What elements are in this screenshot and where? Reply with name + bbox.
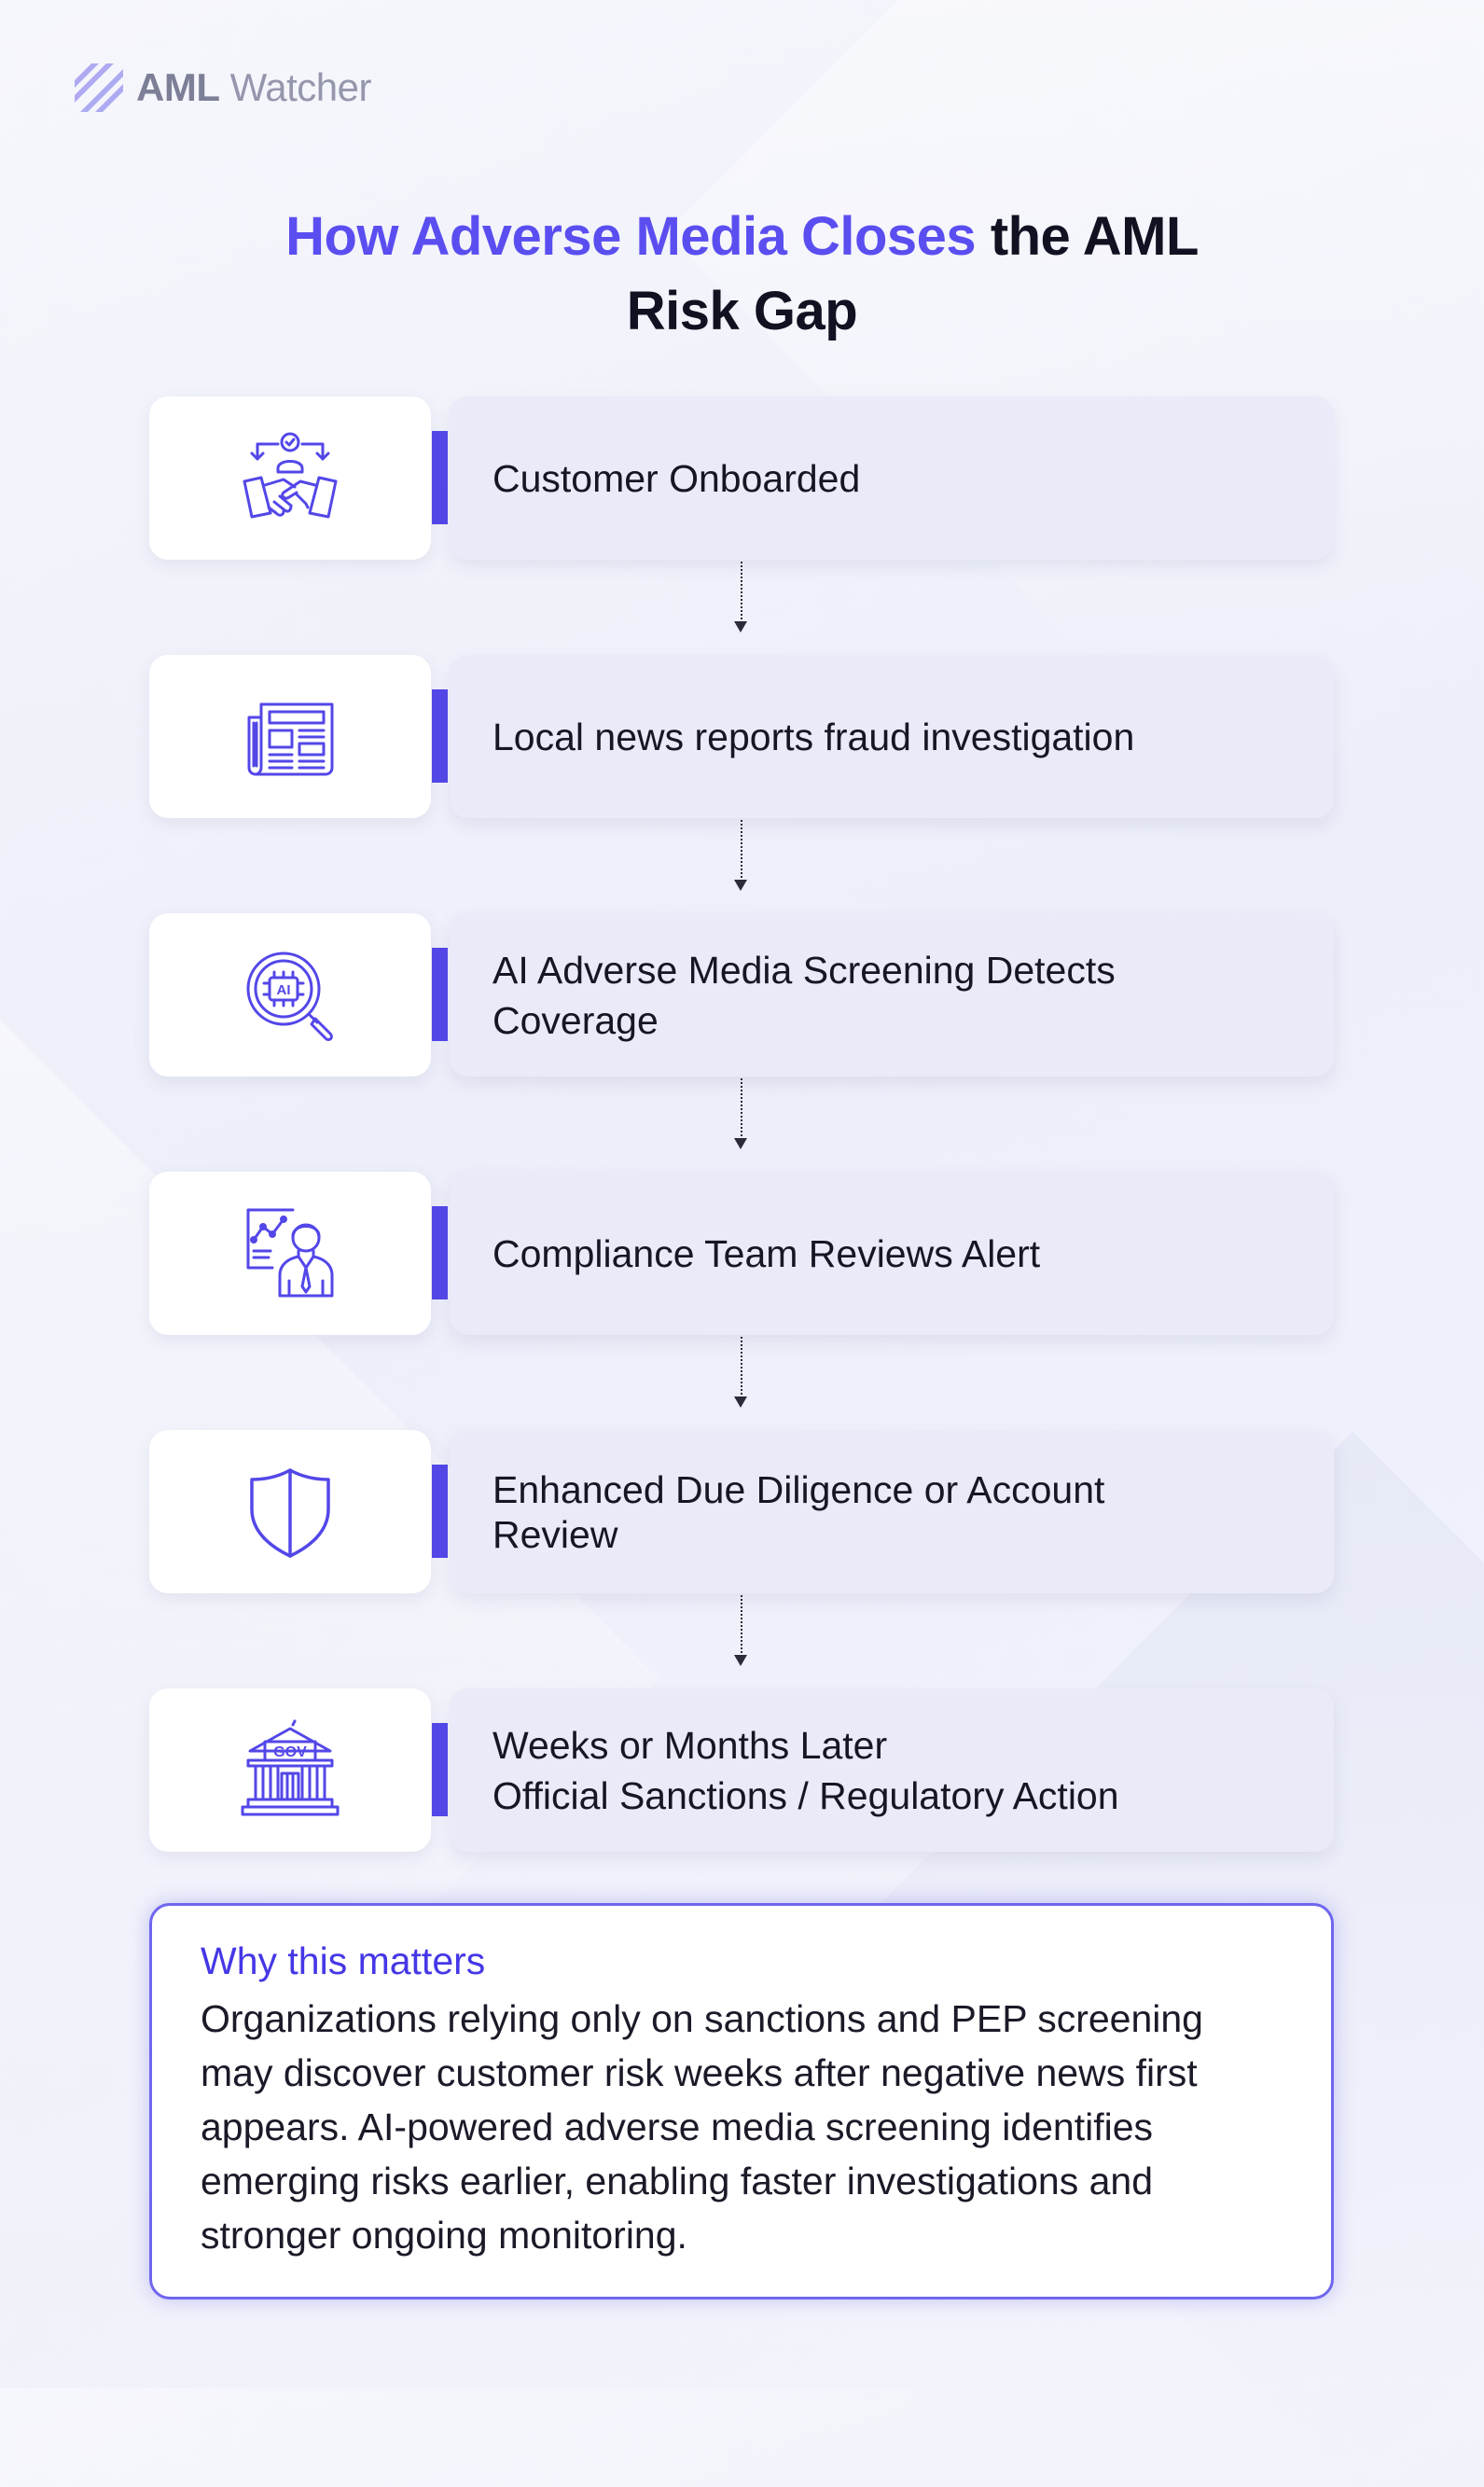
ai-magnifier-icon: AI bbox=[246, 952, 333, 1041]
analyst-review-icon bbox=[246, 1208, 334, 1297]
flow-arrow bbox=[734, 1595, 747, 1668]
why-body-line: may discover customer risk weeks after n… bbox=[201, 2051, 1198, 2094]
brand-name-light: Watcher bbox=[229, 65, 372, 109]
flow-step: Compliance Team Reviews Alert bbox=[149, 1172, 1334, 1335]
step-label: Enhanced Due Diligence or Account Review bbox=[492, 1467, 1104, 1557]
government-building-icon: GOV bbox=[241, 1719, 340, 1815]
brand-logo: AML Watcher bbox=[75, 63, 371, 112]
step-accent-bar bbox=[432, 1723, 448, 1816]
step-label: Local news reports fraud investigation bbox=[492, 712, 1134, 762]
step-accent-bar bbox=[432, 431, 448, 524]
ai-chip-label: AI bbox=[277, 982, 291, 998]
step-icon-card bbox=[149, 655, 431, 818]
gov-sign-label: GOV bbox=[273, 1744, 307, 1760]
why-body-line: Organizations relying only on sanctions … bbox=[201, 1997, 1203, 2040]
why-body: Organizations relying only on sanctions … bbox=[201, 1992, 1301, 2262]
why-body-line: emerging risks earlier, enabling faster … bbox=[201, 2160, 1153, 2202]
why-this-matters-box: Why this matters Organizations relying o… bbox=[149, 1903, 1334, 2299]
step-label-line: AI Adverse Media Screening Detects bbox=[492, 948, 1116, 992]
step-text-card: Customer Onboarded bbox=[450, 396, 1334, 560]
step-label-line: Customer Onboarded bbox=[492, 456, 861, 500]
step-label: AI Adverse Media Screening Detects Cover… bbox=[492, 945, 1116, 1046]
page-title: How Adverse Media Closes the AML Risk Ga… bbox=[187, 200, 1297, 349]
step-icon-card bbox=[149, 396, 431, 560]
flow-arrow bbox=[734, 820, 747, 893]
step-icon-card: GOV bbox=[149, 1688, 431, 1852]
flow-step: Customer Onboarded bbox=[149, 396, 1334, 560]
step-text-card: Enhanced Due Diligence or Account Review bbox=[450, 1430, 1334, 1593]
brand-name: AML Watcher bbox=[136, 65, 371, 110]
flow-arrow bbox=[734, 562, 747, 634]
step-icon-card: AI bbox=[149, 913, 431, 1077]
flow-arrow bbox=[734, 1078, 747, 1151]
title-rest: the AML bbox=[990, 206, 1200, 267]
why-body-line: appears. AI-powered adverse media screen… bbox=[201, 2105, 1154, 2148]
step-accent-bar bbox=[432, 689, 448, 783]
step-text-card: Weeks or Months Later Official Sanctions… bbox=[450, 1688, 1334, 1852]
step-label-line: Review bbox=[492, 1512, 618, 1556]
step-label: Compliance Team Reviews Alert bbox=[492, 1229, 1040, 1279]
flow-step: Enhanced Due Diligence or Account Review bbox=[149, 1430, 1334, 1593]
shield-icon bbox=[250, 1467, 330, 1558]
step-text-card: AI Adverse Media Screening Detects Cover… bbox=[450, 913, 1334, 1077]
flow-arrow bbox=[734, 1337, 747, 1410]
handshake-onboarding-icon bbox=[243, 432, 338, 518]
step-label-line: Enhanced Due Diligence or Account bbox=[492, 1467, 1105, 1511]
diagonal-stripes-logo-icon bbox=[75, 63, 123, 112]
step-label-line: Official Sanctions / Regulatory Action bbox=[492, 1773, 1119, 1817]
newspaper-icon bbox=[247, 702, 334, 775]
step-label: Customer Onboarded bbox=[492, 453, 860, 504]
step-label: Weeks or Months Later Official Sanctions… bbox=[492, 1720, 1119, 1821]
flow-step: GOV Weeks or Months Later Official Sanct… bbox=[149, 1688, 1334, 1852]
step-icon-card bbox=[149, 1172, 431, 1335]
title-accent: How Adverse Media Closes bbox=[285, 206, 977, 267]
brand-name-bold: AML bbox=[136, 65, 220, 109]
step-text-card: Local news reports fraud investigation bbox=[450, 655, 1334, 818]
why-title: Why this matters bbox=[201, 1939, 486, 1982]
step-accent-bar bbox=[432, 1465, 448, 1558]
flow-step: AI AI Adverse Media Screening Detects Co… bbox=[149, 913, 1334, 1077]
step-label-line: Coverage bbox=[492, 998, 659, 1042]
step-icon-card bbox=[149, 1430, 431, 1593]
title-line2: Risk Gap bbox=[626, 281, 858, 341]
step-text-card: Compliance Team Reviews Alert bbox=[450, 1172, 1334, 1335]
step-label-line: Local news reports fraud investigation bbox=[492, 715, 1135, 758]
step-accent-bar bbox=[432, 1206, 448, 1299]
step-label-line: Compliance Team Reviews Alert bbox=[492, 1231, 1041, 1275]
why-body-line: stronger ongoing monitoring. bbox=[201, 2214, 687, 2257]
flow-step: Local news reports fraud investigation bbox=[149, 655, 1334, 818]
step-accent-bar bbox=[432, 948, 448, 1041]
step-label-line: Weeks or Months Later bbox=[492, 1723, 888, 1767]
